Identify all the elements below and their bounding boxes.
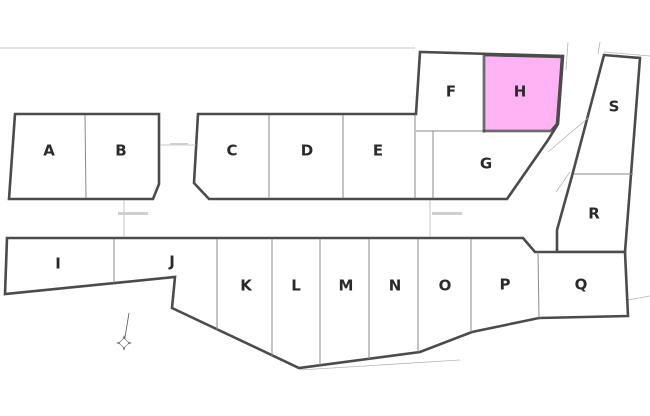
lot-label-j: J [168, 253, 175, 271]
lot-label-n: N [389, 277, 402, 295]
block-i-q: I J K L M N O P Q [3, 236, 630, 370]
lot-label-c: C [226, 142, 237, 160]
road-width-note [432, 212, 462, 215]
lot-label-s: S [609, 98, 620, 116]
block-c-h-outline [192, 50, 565, 201]
context-lines [0, 41, 650, 371]
lot-label-a: A [43, 142, 55, 160]
lot-label-l: L [291, 277, 301, 295]
lot-label-e: E [373, 142, 383, 160]
road-width-note [118, 212, 148, 215]
lot-label-d: D [301, 142, 313, 160]
boundary-post [482, 129, 486, 133]
lot-label-o: O [439, 277, 452, 295]
block-ab: A B [7, 112, 161, 201]
road-width-note [170, 143, 188, 146]
lot-label-h: H [514, 83, 527, 101]
lot-label-b: B [115, 142, 126, 160]
lot-label-k: K [240, 277, 253, 295]
lot-divider-a-b [84, 114, 87, 199]
lot-label-q: Q [575, 276, 588, 294]
road-dimension-marks [118, 117, 589, 237]
block-rs: S R [555, 53, 642, 254]
block-ab-outline [7, 112, 161, 201]
lot-label-g: G [480, 155, 492, 173]
lot-label-f: F [446, 83, 456, 101]
block-i-q-outline [3, 236, 630, 370]
lot-label-p: P [500, 276, 511, 294]
lot-label-i: I [55, 255, 61, 273]
compass-rose-icon [116, 312, 132, 351]
lot-label-r: R [588, 205, 600, 223]
lot-label-m: M [339, 277, 354, 295]
lot-divider-p-q [537, 251, 540, 319]
block-c-h: C D E F G H [192, 50, 565, 201]
